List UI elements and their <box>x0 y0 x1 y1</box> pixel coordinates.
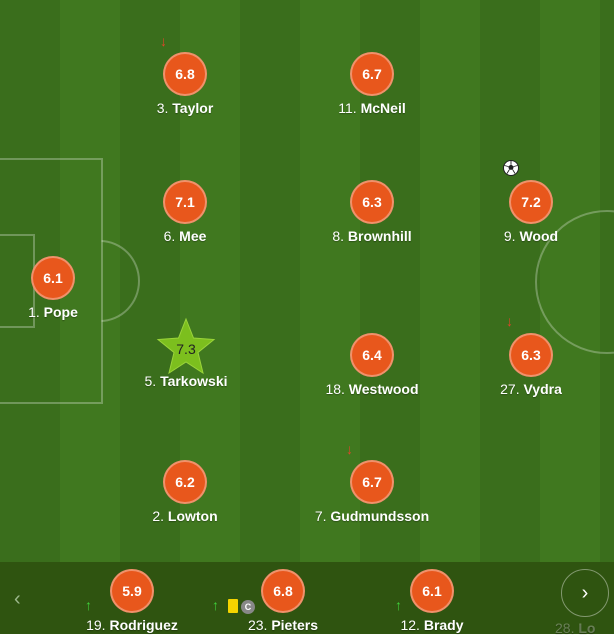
sub-off-arrow-icon: ↓ <box>160 33 167 49</box>
player-name: 11. McNeil <box>338 100 406 116</box>
player-rating: 6.1 <box>31 256 75 300</box>
goal-ball-icon <box>503 160 519 176</box>
yellow-card-icon <box>228 599 238 613</box>
player-rating: 7.2 <box>509 180 553 224</box>
star-icon <box>156 317 216 375</box>
sub-rodriguez[interactable]: 5.9 19. Rodriguez <box>72 569 192 633</box>
chevron-right-icon[interactable]: › <box>561 569 609 617</box>
sub-off-arrow-icon: ↓ <box>506 313 513 329</box>
player-name: 18. Westwood <box>325 381 419 397</box>
player-rating: 6.3 <box>350 180 394 224</box>
player-rating: 6.4 <box>350 333 394 377</box>
pitch: ↓ ↓ ↓ 6.8 3. Taylor 6.7 11. McNeil 7.1 6… <box>0 0 614 562</box>
sub-pieters[interactable]: 6.8 23. Pieters <box>223 569 343 633</box>
player-name: 23. Pieters <box>247 617 319 633</box>
player-mee[interactable]: 7.1 6. Mee <box>125 180 245 244</box>
sub-off-arrow-icon: ↓ <box>346 441 353 457</box>
player-rating: 6.8 <box>163 52 207 96</box>
sub-brady[interactable]: 6.1 12. Brady <box>372 569 492 633</box>
sub-lowe-partial: 28. Lo <box>555 620 596 636</box>
player-rating: 7.1 <box>163 180 207 224</box>
player-name: 6. Mee <box>163 228 207 244</box>
player-taylor[interactable]: 6.8 3. Taylor <box>125 52 245 116</box>
player-vydra[interactable]: 6.3 27. Vydra <box>471 333 591 397</box>
player-lowton[interactable]: 6.2 2. Lowton <box>125 460 245 524</box>
player-rating: 5.9 <box>110 569 154 613</box>
player-westwood[interactable]: 6.4 18. Westwood <box>312 333 432 397</box>
player-gudmundsson[interactable]: 6.7 7. Gudmundsson <box>312 460 432 524</box>
chevron-left-icon[interactable]: ‹ <box>14 588 21 610</box>
player-name: 9. Wood <box>503 228 559 244</box>
player-rating: 6.8 <box>261 569 305 613</box>
player-name: 3. Taylor <box>156 100 214 116</box>
player-rating: 7.3 <box>176 341 196 357</box>
sub-on-arrow-icon: ↑ <box>85 597 92 613</box>
best-player-star: 7.3 <box>154 317 218 377</box>
player-name: 1. Pope <box>28 304 78 320</box>
player-rating: 6.1 <box>410 569 454 613</box>
player-pope[interactable]: 6.1 1. Pope <box>0 256 113 320</box>
player-tarkowski[interactable]: 7.3 5. Tarkowski <box>126 317 246 389</box>
sub-on-arrow-icon: ↑ <box>395 597 402 613</box>
player-name: 7. Gudmundsson <box>314 508 430 524</box>
captain-badge-icon: C <box>241 600 255 614</box>
player-name: 12. Brady <box>400 617 464 633</box>
player-rating: 6.7 <box>350 460 394 504</box>
sub-on-arrow-icon: ↑ <box>212 597 219 613</box>
player-rating: 6.2 <box>163 460 207 504</box>
player-name: 27. Vydra <box>500 381 562 397</box>
player-wood[interactable]: 7.2 9. Wood <box>471 180 591 244</box>
player-name: 8. Brownhill <box>332 228 412 244</box>
substitutes-bar: ‹ ↑ 5.9 19. Rodriguez ↑ C 6.8 23. Pieter… <box>0 562 614 636</box>
player-name: 19. Rodriguez <box>86 617 178 633</box>
player-rating: 6.7 <box>350 52 394 96</box>
player-rating: 6.3 <box>509 333 553 377</box>
player-brownhill[interactable]: 6.3 8. Brownhill <box>312 180 432 244</box>
player-mcneil[interactable]: 6.7 11. McNeil <box>312 52 432 116</box>
player-name: 5. Tarkowski <box>144 373 228 389</box>
player-name: 2. Lowton <box>152 508 218 524</box>
